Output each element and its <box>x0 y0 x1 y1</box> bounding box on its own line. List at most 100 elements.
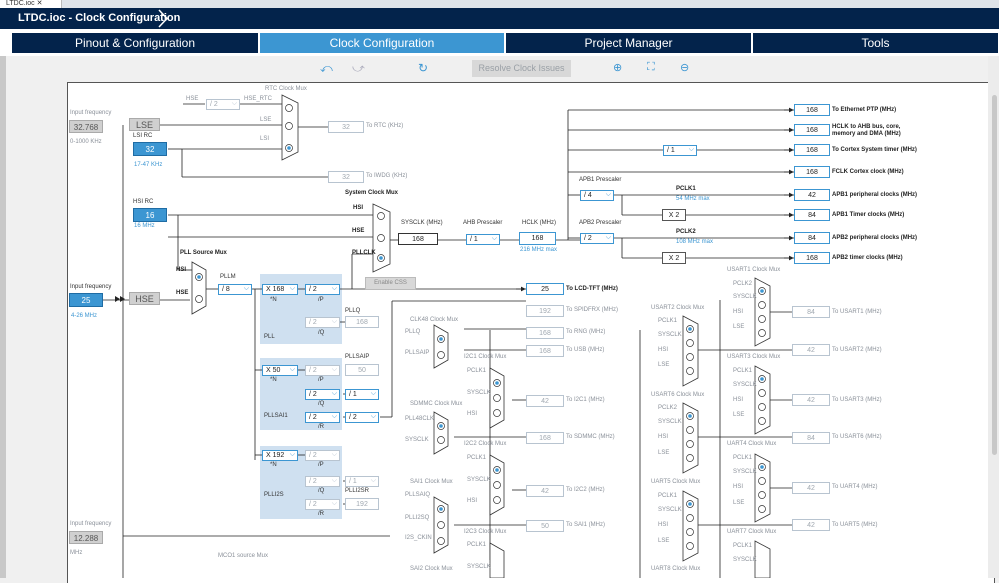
usart6-clock-mux <box>682 402 699 474</box>
hse-oscillator[interactable]: HSE <box>129 292 160 305</box>
plli2s-r-divider-select[interactable]: / 2 <box>305 499 340 510</box>
zoom-out-icon[interactable]: ⊖ <box>680 62 690 74</box>
pllsai-r-post-divider-select[interactable]: / 2 <box>345 412 379 423</box>
usart6-mux-title: USART6 Clock Mux <box>651 392 705 398</box>
pllq-value[interactable]: 168 <box>345 316 379 328</box>
redo-icon[interactable]: ⤻ <box>352 61 365 75</box>
file-tab[interactable]: LTDC.ioc ✕ <box>0 0 62 8</box>
pllsai-n-sub-label: *N <box>270 377 277 383</box>
spdif-value[interactable]: 192 <box>526 305 564 317</box>
i2c1-in-hsi: HSI <box>467 411 478 417</box>
i2s-input-frequency-field[interactable]: 12.288 <box>69 531 103 544</box>
close-icon[interactable]: ✕ <box>36 0 43 7</box>
usart1-mux-title: USART1 Clock Mux <box>727 267 781 273</box>
uart4-clock-mux <box>754 453 771 523</box>
ahb-prescaler-select[interactable]: / 1 <box>466 234 500 245</box>
pllsai-r-divider-select[interactable]: / 2 <box>305 412 340 423</box>
resolve-clock-issues-button[interactable]: Resolve Clock Issues <box>472 60 571 77</box>
usart3-value[interactable]: 42 <box>792 394 830 406</box>
lse-oscillator[interactable]: LSE <box>129 118 160 131</box>
tab-tools[interactable]: Tools <box>753 33 998 53</box>
i2c2-in-hsi: HSI <box>467 498 478 504</box>
pll-p-divider-select[interactable]: / 2 <box>305 284 340 295</box>
apb2-peripheral-value[interactable]: 84 <box>794 232 830 244</box>
sdmmc-sysclk-label: SYSCLK <box>405 437 429 443</box>
lse-input-frequency-field[interactable]: 32.768 <box>69 120 103 133</box>
zoom-in-icon[interactable]: ⊕ <box>613 62 623 74</box>
tab-clock-configuration[interactable]: Clock Configuration <box>260 33 504 53</box>
pll-name-label: PLL <box>264 334 275 340</box>
undo-icon[interactable]: ⤺ <box>320 61 333 75</box>
enable-css-button[interactable]: Enable CSS <box>365 277 416 290</box>
sysmux-hsi-label: HSI <box>353 205 364 211</box>
usart1-in-lse: LSE <box>733 324 745 330</box>
rtc-frequency-value[interactable]: 32 <box>328 121 364 133</box>
sysclk-value[interactable]: 168 <box>398 233 438 245</box>
fit-icon[interactable]: ⛶ <box>647 61 655 73</box>
usart2-value[interactable]: 42 <box>792 344 830 356</box>
usart6-in-pclk2: PCLK2 <box>658 405 678 411</box>
plli2s-q-divider-select[interactable]: / 2 <box>305 476 340 487</box>
refresh-icon[interactable]: ↻ <box>418 61 429 75</box>
apb1-prescaler-select[interactable]: / 4 <box>580 190 614 201</box>
pll-q-divider-select[interactable]: / 2 <box>305 317 340 328</box>
ethernet-ptp-value[interactable]: 168 <box>794 104 830 116</box>
usart3-in-lse: LSE <box>733 412 745 418</box>
tab-pinout-configuration[interactable]: Pinout & Configuration <box>12 33 258 53</box>
hclk-value[interactable]: 168 <box>519 232 556 245</box>
pllsai-p-divider-select[interactable]: / 2 <box>305 365 340 376</box>
plli2s-n-multiplier-select[interactable]: X 192 <box>262 450 298 461</box>
i2c2-value[interactable]: 42 <box>526 485 564 497</box>
iwdg-frequency-value[interactable]: 32 <box>328 171 364 183</box>
i2s-unit-label: MHz <box>70 550 83 556</box>
pll-n-multiplier-select[interactable]: X 168 <box>262 284 298 295</box>
pllsai-q-divider-select[interactable]: / 2 <box>305 389 340 400</box>
apb1-peripheral-value[interactable]: 42 <box>794 189 830 201</box>
scrollbar-thumb[interactable] <box>992 95 997 455</box>
rng-value[interactable]: 168 <box>526 327 564 339</box>
sai1-value[interactable]: 50 <box>526 520 564 532</box>
hclk-ahb-label-line2: memory and DMA (MHz) <box>832 131 901 137</box>
sdmmc-mux-title: SDMMC Clock Mux <box>410 401 463 407</box>
rtc-hse-divider-select[interactable]: / 2 <box>206 99 240 110</box>
sdmmc-pll48clk-label: PLL48CLK <box>405 416 435 422</box>
usart2-in-pclk1: PCLK1 <box>658 318 678 324</box>
pllsai-n-multiplier-select[interactable]: X 50 <box>262 365 298 376</box>
sdmmc-value[interactable]: 168 <box>526 432 564 444</box>
plli2sr-value[interactable]: 192 <box>345 498 379 510</box>
lcd-tft-value[interactable]: 25 <box>526 283 564 295</box>
usb-value[interactable]: 168 <box>526 345 564 357</box>
plli2s-p-divider-select[interactable]: / 2 <box>305 450 340 461</box>
apb1-timer-multiplier: X 2 <box>662 209 686 221</box>
pllq-label: PLLQ <box>345 308 361 314</box>
apb2-prescaler-select[interactable]: / 2 <box>580 233 614 244</box>
uart7-clock-mux <box>754 540 771 578</box>
tab-project-manager[interactable]: Project Manager <box>506 33 751 53</box>
i2c1-in-sysclk: SYSCLK <box>467 390 491 396</box>
pllsai-q-post-divider-select[interactable]: / 1 <box>345 389 379 400</box>
sdmmc-label: To SDMMC (MHz) <box>566 434 615 440</box>
i2c1-label: To I2C1 (MHz) <box>566 397 605 403</box>
apb2-timer-value[interactable]: 168 <box>794 252 830 264</box>
fclk-cortex-value[interactable]: 168 <box>794 166 830 178</box>
usart1-value[interactable]: 84 <box>792 306 830 318</box>
i2c1-value[interactable]: 42 <box>526 395 564 407</box>
usart2-clock-mux <box>682 315 699 387</box>
pllsaip-value[interactable]: 50 <box>345 364 379 376</box>
uart4-in-sysclk: SYSCLK <box>733 469 757 475</box>
usart3-in-sysclk: SYSCLK <box>733 382 757 388</box>
usart6-value[interactable]: 84 <box>792 432 830 444</box>
pllm-select[interactable]: / 8 <box>218 284 252 295</box>
hse-input-frequency-field[interactable]: 25 <box>69 293 103 307</box>
uart5-value[interactable]: 42 <box>792 519 830 531</box>
uart4-value[interactable]: 42 <box>792 482 830 494</box>
plli2s-q-post-divider-select[interactable]: / 1 <box>345 476 379 487</box>
usart3-label: To USART3 (MHz) <box>832 397 882 403</box>
apb1-timer-value[interactable]: 84 <box>794 209 830 221</box>
cortex-timer-divider-select[interactable]: / 1 <box>663 145 697 156</box>
uart4-mux-title: UART4 Clock Mux <box>727 441 777 447</box>
hclk-ahb-value[interactable]: 168 <box>794 124 830 136</box>
apb1-prescaler-label: APB1 Prescaler <box>579 177 622 183</box>
pllsai-name-label: PLLSAI1 <box>264 413 288 419</box>
cortex-system-timer-value[interactable]: 168 <box>794 144 830 156</box>
